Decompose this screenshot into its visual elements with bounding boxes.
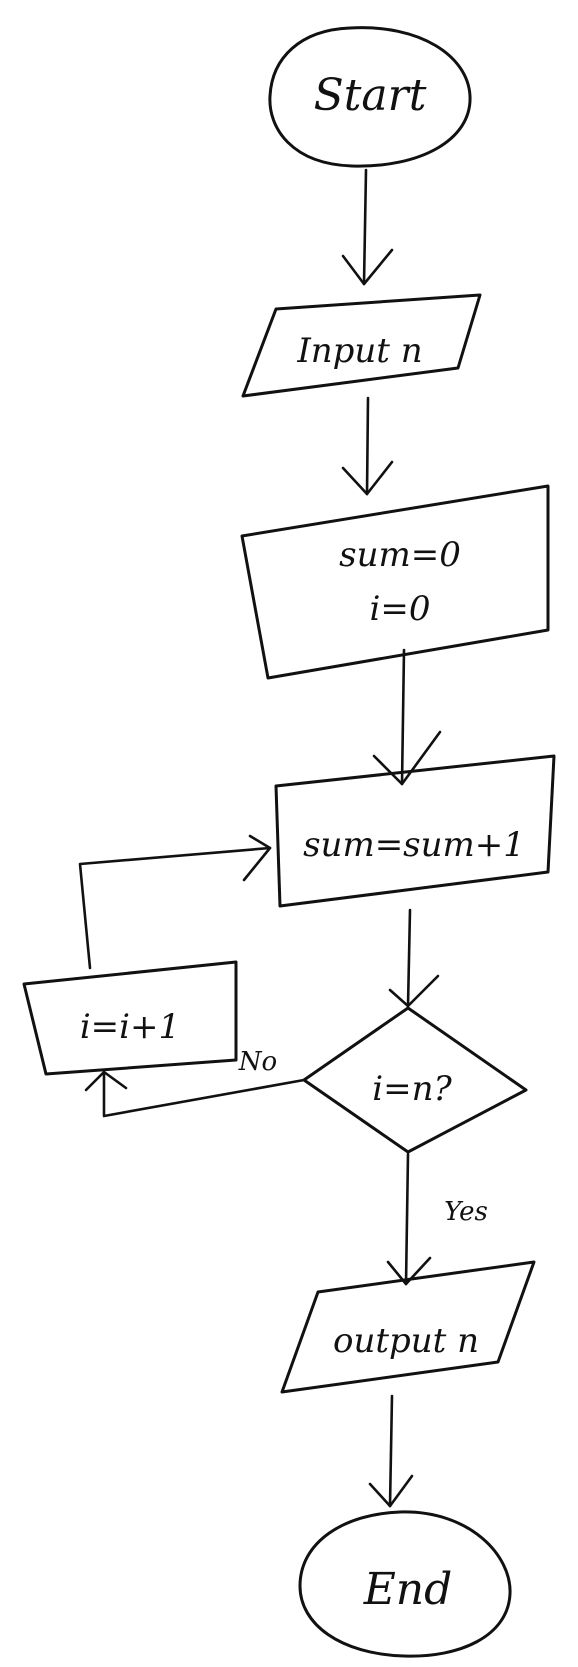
edge-output-end (368, 1394, 414, 1508)
start-label: Start (314, 70, 427, 121)
start-node: Start (268, 26, 472, 168)
update-node: sum=sum+1 (274, 754, 556, 908)
edge-update-decision (388, 908, 440, 1008)
decision-label: i=n? (372, 1069, 452, 1109)
edge-decision-output: Yes (386, 1152, 488, 1286)
init-i-label: i=0 (370, 589, 431, 629)
increment-node: i=i+1 (22, 960, 238, 1076)
input-node: Input n (241, 293, 482, 398)
edge-input-init (341, 396, 394, 496)
edge-increment-update (78, 834, 272, 970)
increment-label: i=i+1 (80, 1007, 180, 1047)
output-node: output n (280, 1260, 536, 1394)
edge-label-yes: Yes (444, 1197, 488, 1227)
update-label: sum=sum+1 (303, 825, 525, 865)
init-sum-label: sum=0 (339, 535, 461, 575)
edge-label-no: No (238, 1047, 277, 1077)
input-label: Input n (296, 331, 422, 371)
init-node: sum=0 i=0 (240, 484, 550, 680)
decision-node: i=n? (302, 1006, 528, 1154)
edge-start-input (341, 168, 394, 286)
end-node: End (298, 1510, 512, 1658)
end-label: End (363, 1564, 453, 1615)
output-label: output n (333, 1321, 479, 1361)
edge-init-update (372, 648, 442, 786)
edge-decision-increment: No (84, 1047, 306, 1118)
